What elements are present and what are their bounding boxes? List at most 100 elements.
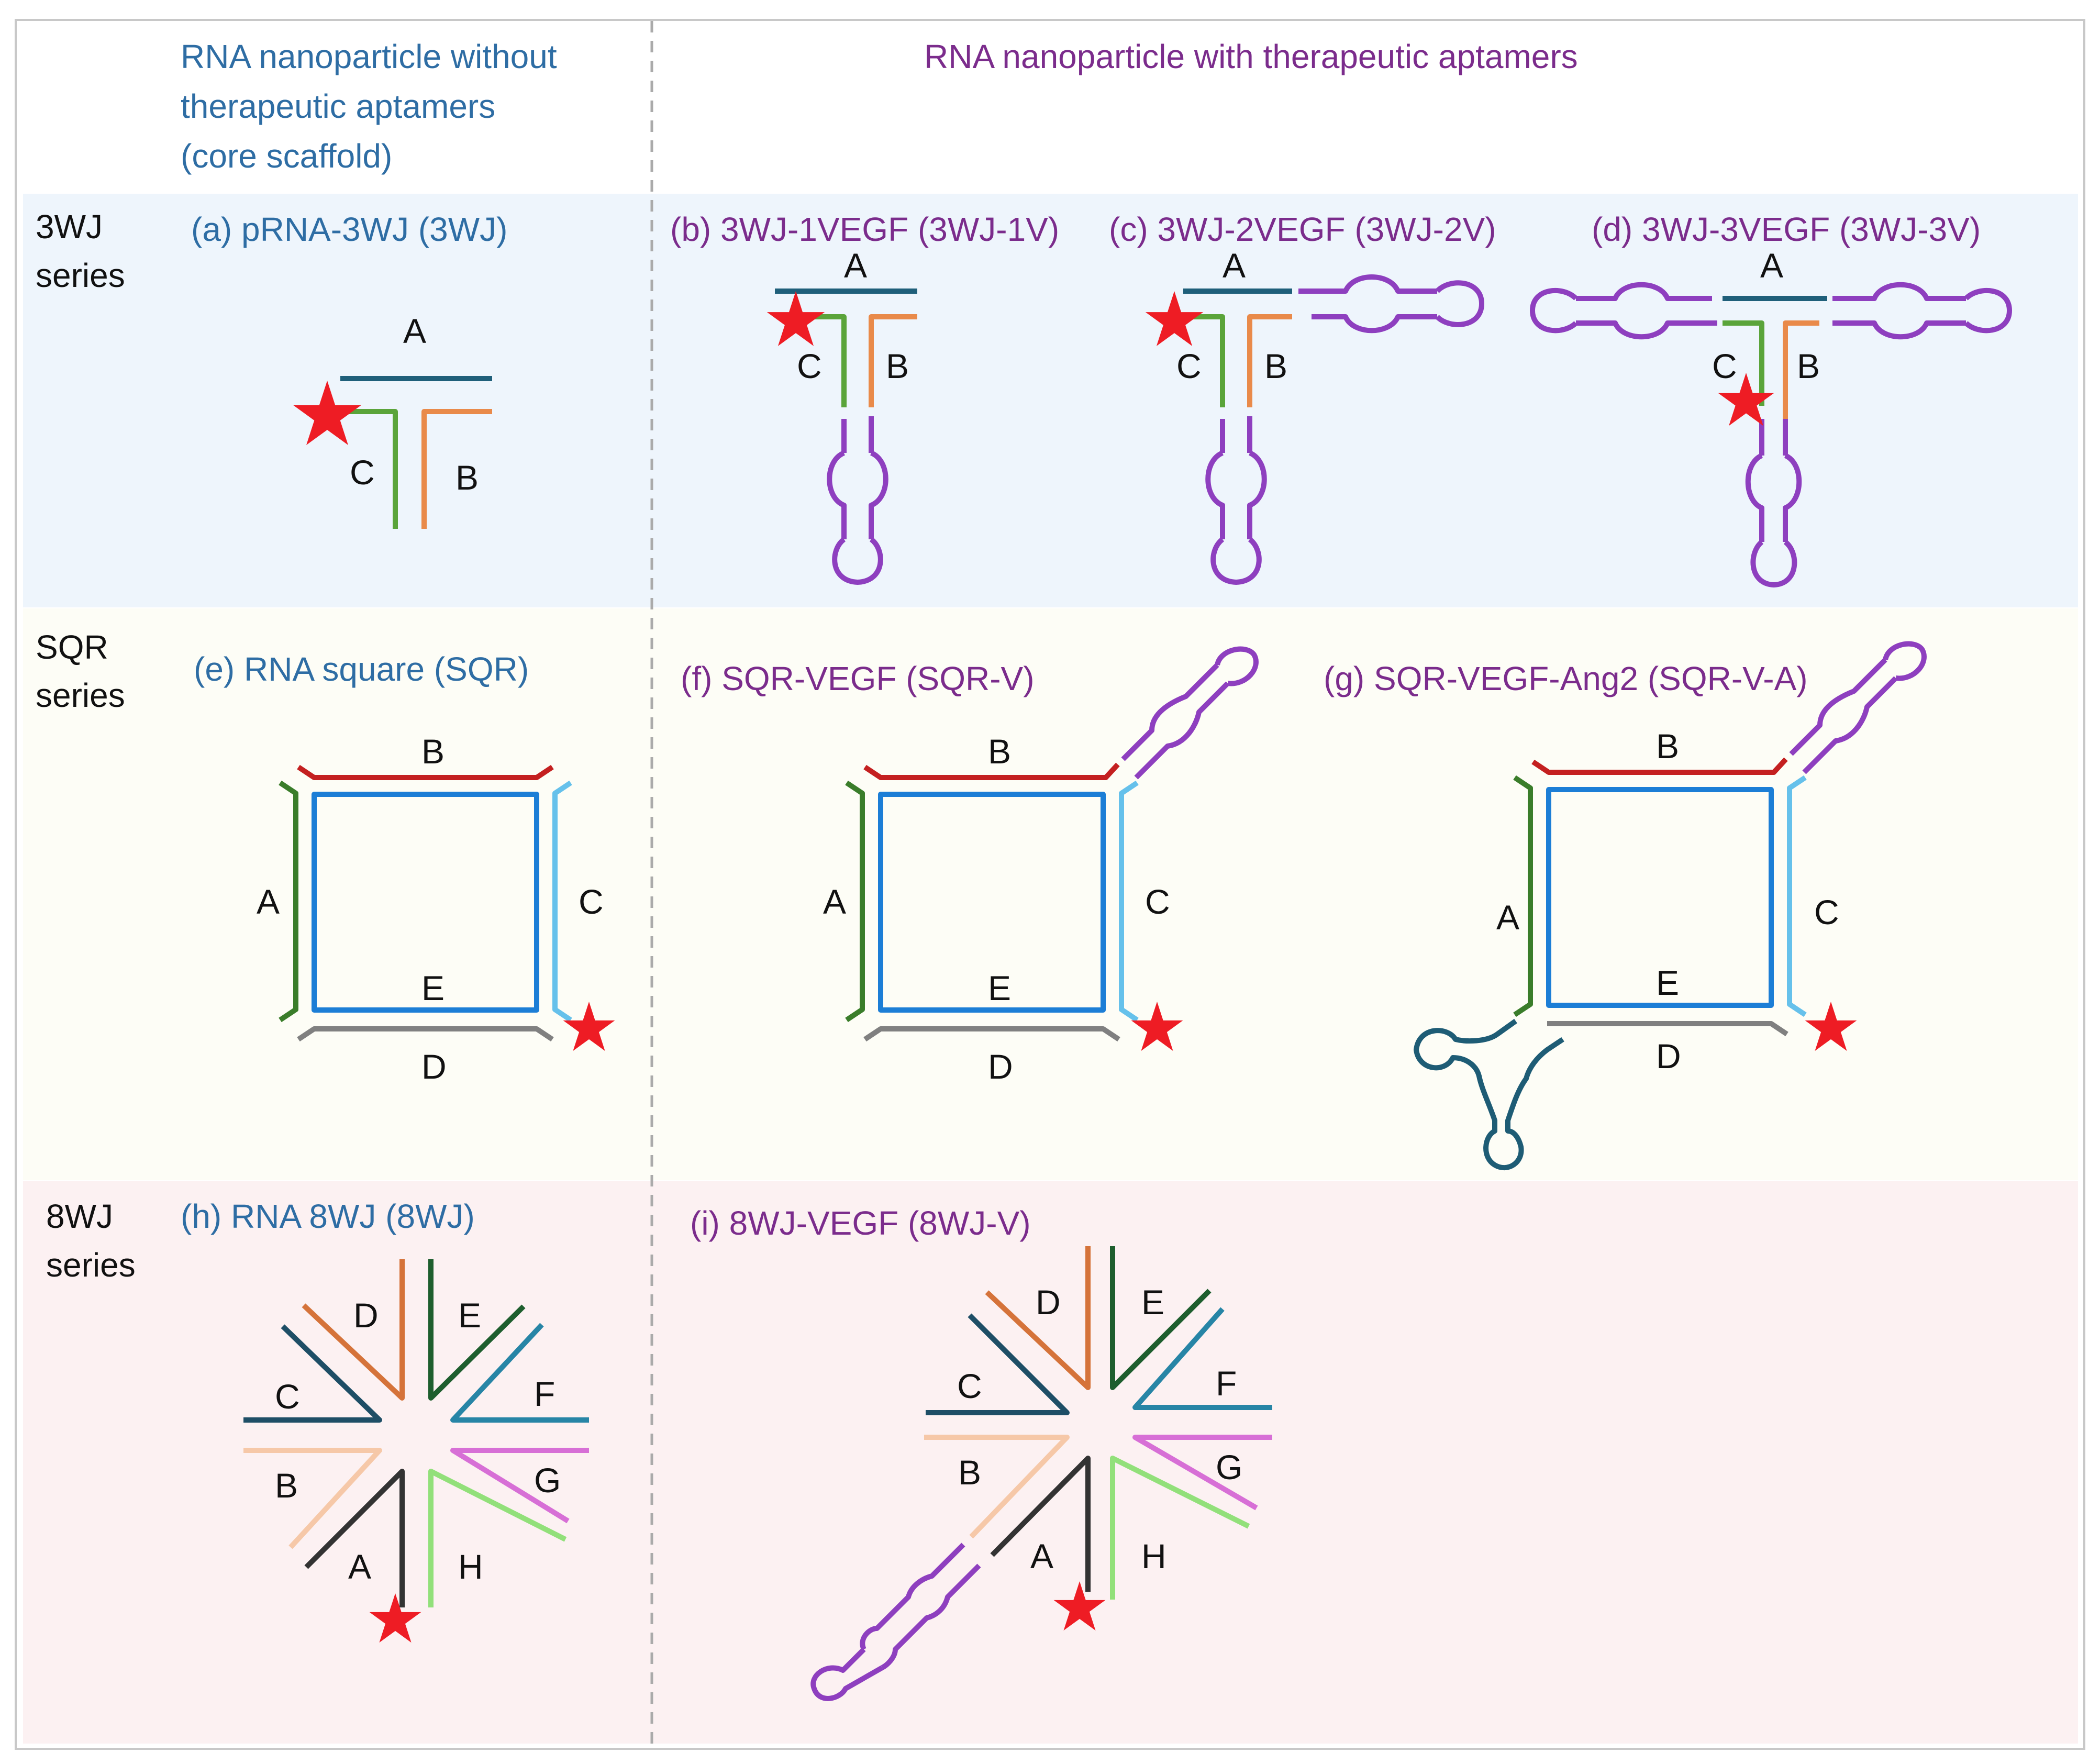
star-g — [1805, 1002, 1857, 1051]
label-c-B: B — [1264, 347, 1287, 385]
label-i-E: E — [1141, 1283, 1164, 1322]
title-b: (b) 3WJ-1VEGF (3WJ-1V) — [670, 210, 1059, 248]
header-core-line1: RNA nanoparticle without — [181, 38, 557, 75]
star-f — [1131, 1002, 1183, 1051]
strand-c — [1787, 775, 1807, 1017]
strand-d — [297, 1026, 554, 1042]
vegf-aptamer-3 — [1530, 282, 1717, 340]
label-e-C: C — [579, 882, 604, 921]
label-a-B: B — [455, 458, 479, 497]
label-c-A: A — [1223, 246, 1246, 285]
label-d-C: C — [1712, 347, 1737, 385]
vegf-aptamer-1 — [1745, 419, 1802, 587]
strand-g — [1132, 1435, 1272, 1511]
label-i-D: D — [1036, 1283, 1061, 1322]
label-c-C: C — [1176, 347, 1202, 385]
panel-h-8wj — [243, 1259, 589, 1607]
strand-h — [428, 1469, 567, 1607]
star-h — [369, 1593, 421, 1643]
strand-b — [421, 409, 492, 529]
label-h-A: A — [348, 1547, 371, 1586]
strand-e — [1546, 787, 1774, 1008]
panel-e-square — [279, 764, 572, 1042]
label-h-E: E — [458, 1296, 481, 1335]
series-label-sqr: SQR series — [36, 628, 125, 714]
label-i-A: A — [1030, 1537, 1053, 1576]
vegf-aptamer — [810, 1543, 981, 1701]
label-f-B: B — [988, 732, 1011, 771]
title-g: (g) SQR-VEGF-Ang2 (SQR-V-A) — [1324, 660, 1808, 697]
label-g-C: C — [1814, 893, 1839, 931]
label-g-B: B — [1656, 727, 1679, 765]
vegf-aptamer — [1789, 641, 1927, 774]
strand-g — [450, 1448, 589, 1524]
vegf-aptamer — [1121, 646, 1259, 780]
header-core-line2: therapeutic aptamers — [181, 87, 495, 125]
label-h-H: H — [458, 1547, 483, 1586]
label-a-C: C — [350, 453, 375, 492]
vegf-aptamer-2 — [1298, 274, 1484, 334]
strand-b — [924, 1435, 1070, 1539]
star-i — [1053, 1581, 1106, 1631]
label-f-D: D — [988, 1047, 1013, 1086]
panel-f-sqr-v — [845, 646, 1259, 1042]
series-label-8wj: 8WJ series — [46, 1197, 136, 1284]
header-core-scaffold: RNA nanoparticle without therapeutic apt… — [181, 38, 566, 175]
title-i: (i) 8WJ-VEGF (8WJ-V) — [690, 1204, 1031, 1242]
title-e: (e) RNA square (SQR) — [194, 650, 529, 688]
label-h-D: D — [353, 1296, 379, 1335]
label-h-C: C — [275, 1377, 300, 1416]
strand-b — [1783, 320, 1819, 419]
label-e-E: E — [421, 969, 445, 1007]
strand-h — [1110, 1456, 1250, 1600]
strand-d — [302, 1259, 405, 1401]
label-i-H: H — [1141, 1537, 1166, 1576]
label-i-C: C — [957, 1367, 982, 1405]
ang2-aptamer — [1414, 1018, 1564, 1170]
label-a-A: A — [403, 312, 426, 350]
panel-d-3wj-3v — [1530, 282, 2012, 587]
label-g-A: A — [1496, 898, 1519, 937]
panel-c-3wj-2v — [1173, 274, 1484, 585]
label-i-G: G — [1216, 1448, 1242, 1486]
label-h-F: F — [534, 1374, 555, 1413]
strand-a — [279, 780, 298, 1023]
star-d — [1718, 373, 1774, 426]
strand-c — [552, 780, 572, 1023]
title-h: (h) RNA 8WJ (8WJ) — [181, 1197, 475, 1235]
strand-a — [845, 780, 865, 1023]
label-g-E: E — [1656, 963, 1679, 1002]
vegf-aptamer-1 — [1205, 416, 1267, 585]
label-i-F: F — [1216, 1364, 1237, 1403]
label-b-A: A — [844, 246, 867, 285]
label-e-B: B — [421, 732, 445, 771]
star-a — [293, 381, 361, 446]
star-b — [766, 291, 825, 346]
title-c: (c) 3WJ-2VEGF (3WJ-2V) — [1109, 210, 1496, 248]
strand-b — [297, 764, 554, 780]
vegf-aptamer-1 — [827, 416, 888, 585]
strand-a — [1513, 775, 1533, 1017]
panel-g-sqr-v-a — [1414, 641, 1927, 1170]
strand-b — [863, 762, 1120, 780]
strand-f — [1132, 1307, 1272, 1410]
band-sqr — [23, 608, 2078, 1180]
strand-b — [1531, 757, 1788, 775]
strand-c — [1119, 780, 1139, 1023]
strand-e — [312, 792, 539, 1013]
label-i-B: B — [958, 1453, 981, 1492]
strand-c — [243, 1324, 382, 1423]
label-d-A: A — [1760, 246, 1783, 285]
strand-a — [304, 1469, 405, 1607]
strand-b — [869, 314, 917, 407]
title-f: (f) SQR-VEGF (SQR-V) — [681, 660, 1035, 697]
label-d-B: B — [1797, 347, 1820, 385]
panel-i-8wj-v — [810, 1246, 1272, 1701]
label-h-B: B — [275, 1466, 298, 1505]
label-g-D: D — [1656, 1037, 1681, 1075]
label-e-D: D — [421, 1047, 447, 1086]
strand-b — [243, 1448, 382, 1549]
strand-d — [985, 1246, 1091, 1390]
star-e — [563, 1002, 615, 1051]
